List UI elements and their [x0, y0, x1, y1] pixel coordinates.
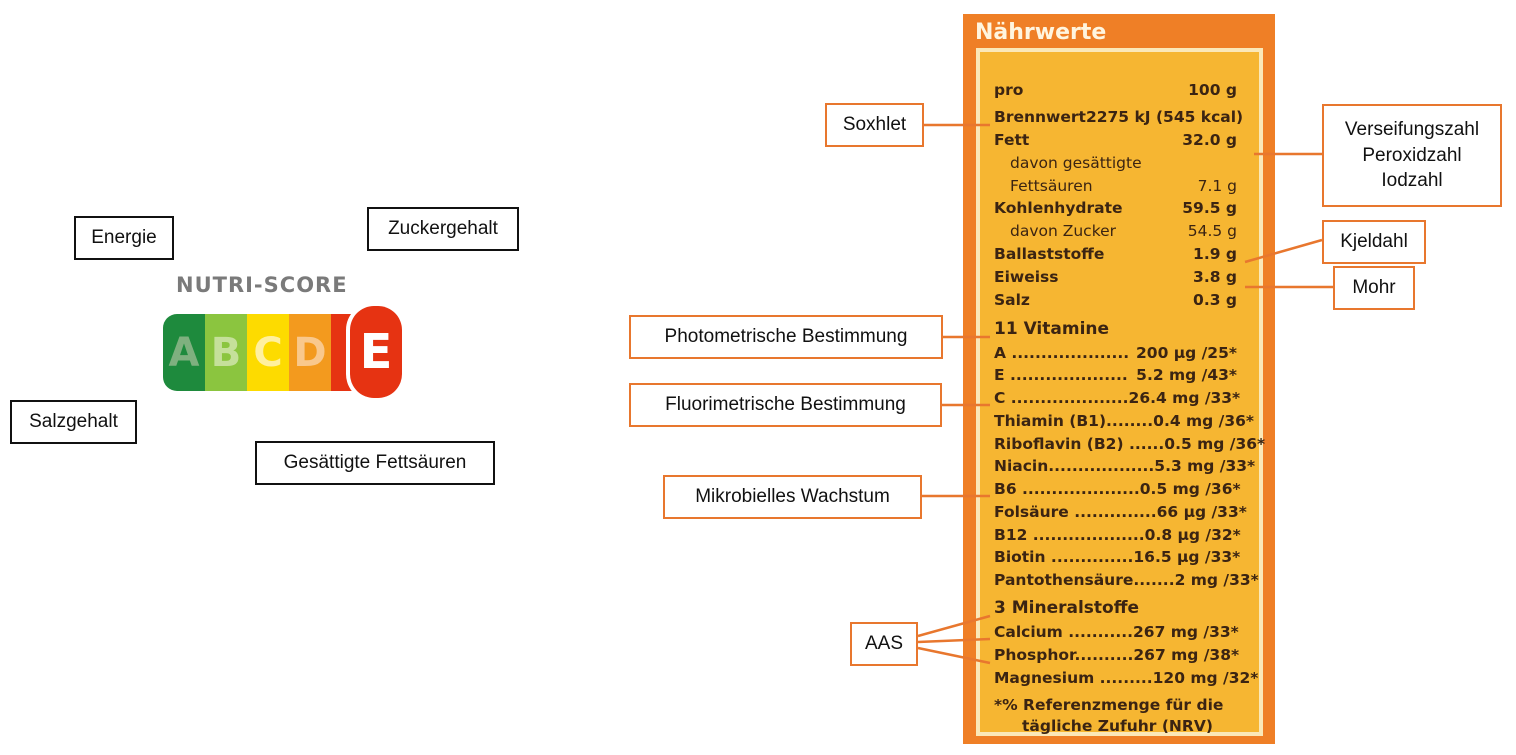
connector-aas-calcium — [917, 614, 991, 638]
verseifungszahl-label: Verseifungszahl — [1344, 119, 1480, 141]
table-row: davon gesättigte — [1010, 154, 1142, 172]
microbial-label: Mikrobielles Wachstum — [663, 475, 922, 519]
connector-aas-magnesium — [917, 646, 991, 665]
grade-e-letter: E — [350, 306, 402, 398]
table-row: Magnesium .........120 mg /32* — [994, 669, 1259, 687]
grade-e-active: E — [346, 302, 406, 402]
energie-label: Energie — [74, 216, 174, 260]
table-row: Niacin..................5.3 mg /33* — [994, 457, 1256, 475]
fat-indices-label: Verseifungszahl Peroxidzahl Iodzahl — [1322, 104, 1502, 207]
nutri-score-title: NUTRI-SCORE — [176, 273, 348, 297]
table-row: C ....................26.4 mg /33* — [994, 389, 1241, 407]
vitamin-section-title: 11 Vitamine — [994, 319, 1110, 339]
footnote: *% Referenzmenge für die tägliche Zufuhr… — [994, 696, 1224, 735]
grade-d: D — [289, 314, 331, 391]
grade-a: A — [163, 314, 205, 391]
table-row: B12 ...................0.8 µg /32* — [994, 526, 1241, 544]
mohr-label: Mohr — [1333, 266, 1415, 310]
table-row: Riboflavin (B2) ......0.5 mg /36* — [994, 435, 1266, 453]
table-row: A ....................200 µg /25* — [994, 344, 1237, 362]
table-row: Folsäure ..............66 µg /33* — [994, 503, 1247, 521]
table-row: Phosphor..........267 mg /38* — [994, 646, 1240, 664]
soxhlet-label: Soxhlet — [825, 103, 924, 147]
nutri-score-scale: A B C D — [163, 314, 373, 391]
table-row: E ....................5.2 mg /43* — [994, 366, 1237, 384]
table-row: B6 ....................0.5 mg /36* — [994, 480, 1241, 498]
connector-kjeldahl — [1244, 238, 1323, 264]
table-row: Calcium ...........267 mg /33* — [994, 623, 1239, 641]
salzgehalt-label: Salzgehalt — [10, 400, 137, 444]
table-row: Thiamin (B1)........0.4 mg /36* — [994, 412, 1254, 430]
iodzahl-label: Iodzahl — [1381, 170, 1443, 192]
zuckergehalt-label: Zuckergehalt — [367, 207, 519, 251]
connector-aas-phosphor — [917, 637, 991, 644]
photometric-label: Photometrische Bestimmung — [629, 315, 943, 359]
gesaettigte-fettsaeuren-label: Gesättigte Fettsäuren — [255, 441, 495, 485]
grade-c: C — [247, 314, 289, 391]
kjeldahl-label: Kjeldahl — [1322, 220, 1426, 264]
peroxidzahl-label: Peroxidzahl — [1362, 144, 1462, 166]
fluorimetric-label: Fluorimetrische Bestimmung — [629, 383, 942, 427]
grade-b: B — [205, 314, 247, 391]
table-row: Biotin ..............16.5 µg /33* — [994, 548, 1241, 566]
aas-label: AAS — [850, 622, 918, 666]
table-row: Pantothensäure.......2 mg /33* — [994, 571, 1259, 589]
mineral-section-title: 3 Mineralstoffe — [994, 598, 1140, 618]
nutrition-label-title: Nährwerte — [975, 20, 1107, 45]
